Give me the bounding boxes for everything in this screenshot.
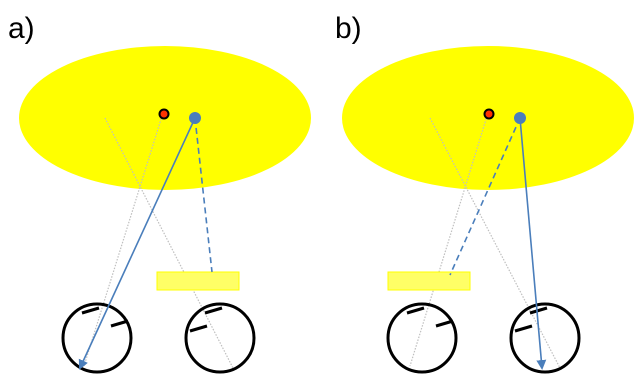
sight-line-a-2 [83,112,164,367]
panel-a: a) [8,12,311,374]
sight-line-a-1 [104,117,234,369]
eye-stroke [406,306,425,315]
filter-a [156,271,240,291]
eye-left-b [386,302,458,374]
eye-right-b [509,302,581,374]
eye-ball [61,302,133,374]
dashed-ray-b [449,117,521,276]
ray-arrow-a [78,117,196,370]
blue-dot-b [514,112,526,124]
sight-line-b-2 [409,112,489,367]
panel-b: b) [335,12,634,374]
panel-label-b: b) [335,12,362,45]
filter-b [387,271,471,291]
eye-stroke [189,324,208,333]
eye-ball [184,302,256,374]
eye-stroke [110,319,129,328]
eye-right-a [184,302,256,374]
eye-ball [509,302,581,374]
target-a [158,108,170,120]
dashed-ray-a [194,117,213,273]
blue-dot-a [189,112,201,124]
eye-stroke [204,306,223,315]
ray-arrow-b [519,117,547,370]
target-b [483,108,495,120]
eye-ball [386,302,458,374]
eye-stroke [81,306,100,315]
eye-stroke [514,324,533,333]
eye-stroke [529,306,548,315]
eye-left-a [61,302,133,374]
eye-stroke [435,319,454,328]
panel-label-a: a) [8,12,35,45]
